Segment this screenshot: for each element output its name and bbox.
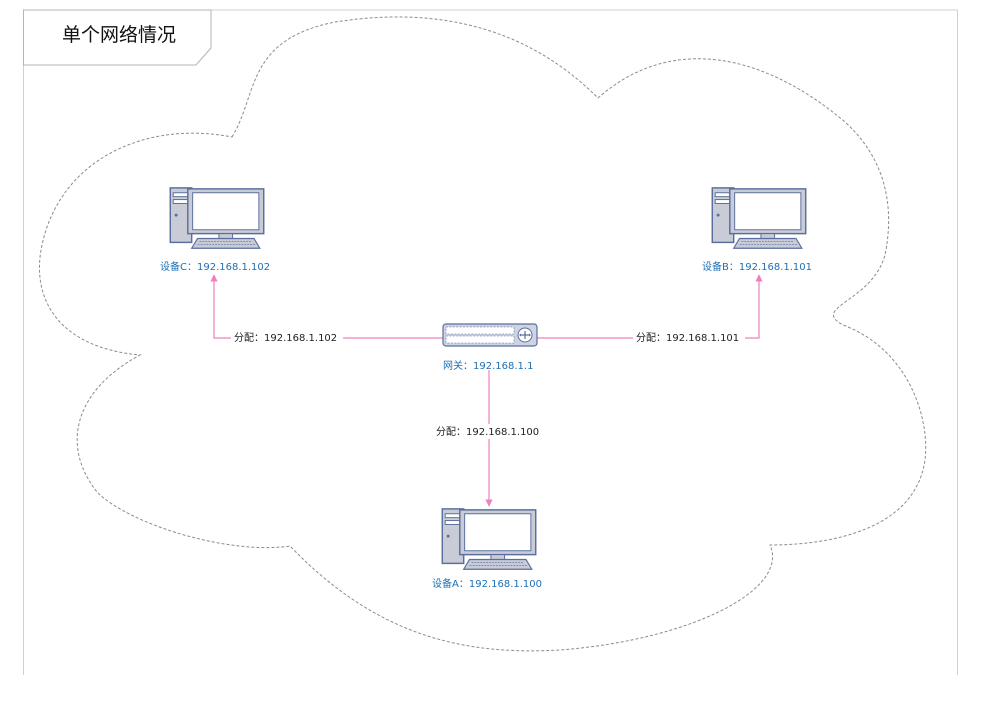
- edge-label-device-a: 分配：192.168.1.100: [436, 426, 539, 438]
- device-b-node: 设备B：192.168.1.101: [702, 187, 812, 273]
- device-a-label: 设备A：192.168.1.100: [432, 577, 542, 590]
- edge-label-device-c: 分配：192.168.1.102: [234, 332, 337, 344]
- gateway-label: 网关：192.168.1.1: [443, 359, 533, 372]
- title-tab: 单个网络情况: [23, 9, 212, 66]
- device-a-node: 设备A：192.168.1.100: [432, 508, 542, 590]
- edge-label-bg: [633, 330, 745, 345]
- device-b-label: 设备B：192.168.1.101: [702, 260, 812, 273]
- desktop-computer-icon: [441, 508, 537, 570]
- desktop-computer-icon: [711, 187, 807, 249]
- edge-label-bg: [231, 330, 343, 345]
- edge-label-device-b: 分配：192.168.1.101: [636, 332, 739, 344]
- device-c-node: 设备C：192.168.1.102: [160, 187, 270, 273]
- gateway-node: 网关：192.168.1.1: [442, 323, 538, 372]
- edge-label-bg: [433, 424, 545, 439]
- switch-icon: [442, 323, 538, 347]
- network-cloud: [38, 16, 927, 652]
- diagram-title: 单个网络情况: [62, 24, 176, 46]
- link-gateway-to-device-b: [537, 274, 763, 339]
- device-c-label: 设备C：192.168.1.102: [160, 260, 270, 273]
- desktop-computer-icon: [169, 187, 265, 249]
- link-gateway-to-device-c: [210, 274, 443, 339]
